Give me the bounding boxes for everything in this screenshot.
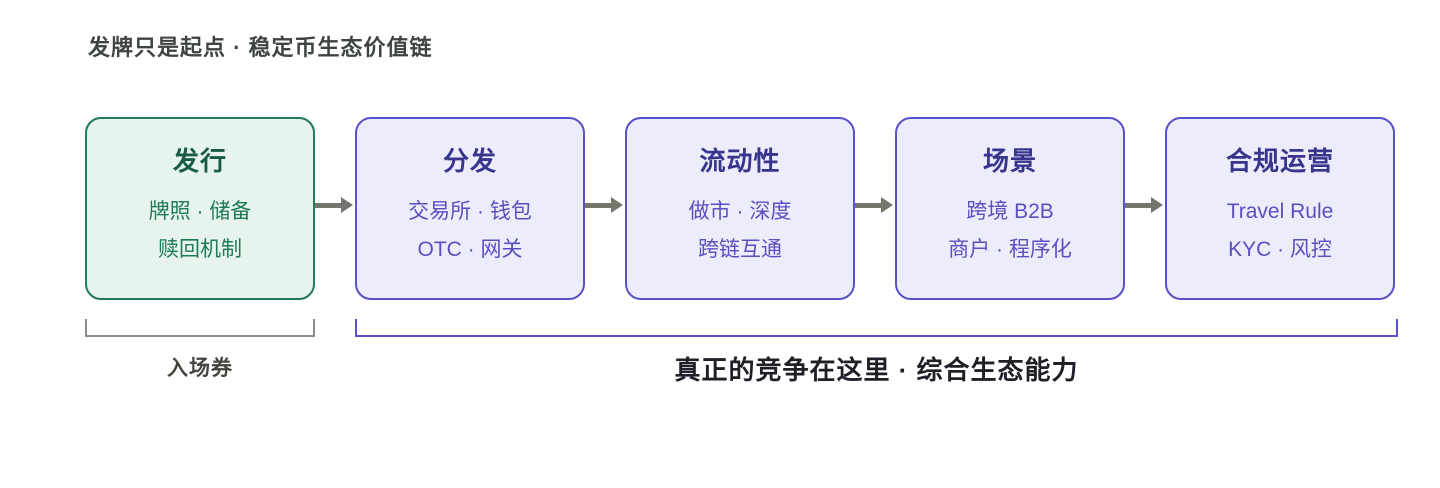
arrow-shaft [855, 202, 881, 208]
node-line: KYC · 风控 [1228, 238, 1332, 261]
arrow-shaft [315, 202, 341, 208]
node-line: 跨链互通 [698, 238, 782, 261]
node-title: 合规运营 [1225, 146, 1334, 176]
arrow-head [1151, 197, 1163, 213]
node-body: 跨境 B2B 商户 · 程序化 [897, 193, 1123, 269]
arrow-shaft [585, 202, 611, 208]
page-title: 发牌只是起点 · 稳定币生态价值链 [88, 35, 433, 60]
node-title: 场景 [982, 146, 1037, 176]
arrow-head [611, 197, 623, 213]
flow-arrow-icon [585, 197, 625, 213]
node-body: 做市 · 深度 跨链互通 [627, 193, 853, 269]
competition-bracket [355, 319, 1398, 337]
node-line: 商户 · 程序化 [948, 238, 1072, 261]
flow-arrow-icon [315, 197, 355, 213]
node-card-issuance: 发行 牌照 · 储备 赎回机制 [85, 117, 315, 300]
entry-ticket-label: 入场券 [167, 357, 233, 380]
entry-ticket-bracket [85, 319, 315, 337]
node-line: 牌照 · 储备 [148, 200, 252, 223]
node-line: OTC · 网关 [417, 238, 523, 261]
node-line: 赎回机制 [158, 238, 242, 261]
node-title: 分发 [442, 146, 497, 176]
node-body: 牌照 · 储备 赎回机制 [87, 193, 313, 269]
node-title: 流动性 [699, 146, 781, 176]
node-card-scenarios: 场景 跨境 B2B 商户 · 程序化 [895, 117, 1125, 300]
node-line: 跨境 B2B [966, 200, 1054, 223]
node-line: 交易所 · 钱包 [408, 200, 532, 223]
node-title: 发行 [172, 146, 227, 176]
node-card-liquidity: 流动性 做市 · 深度 跨链互通 [625, 117, 855, 300]
node-body: 交易所 · 钱包 OTC · 网关 [357, 193, 583, 269]
arrow-head [881, 197, 893, 213]
node-card-distribution: 分发 交易所 · 钱包 OTC · 网关 [355, 117, 585, 300]
arrow-shaft [1125, 202, 1151, 208]
flow-arrow-icon [855, 197, 895, 213]
competition-label: 真正的竞争在这里 · 综合生态能力 [674, 355, 1079, 385]
node-line: 做市 · 深度 [688, 200, 792, 223]
flow-arrow-icon [1125, 197, 1165, 213]
node-card-compliance: 合规运营 Travel Rule KYC · 风控 [1165, 117, 1395, 300]
node-body: Travel Rule KYC · 风控 [1167, 193, 1393, 269]
node-line: Travel Rule [1226, 200, 1334, 223]
arrow-head [341, 197, 353, 213]
